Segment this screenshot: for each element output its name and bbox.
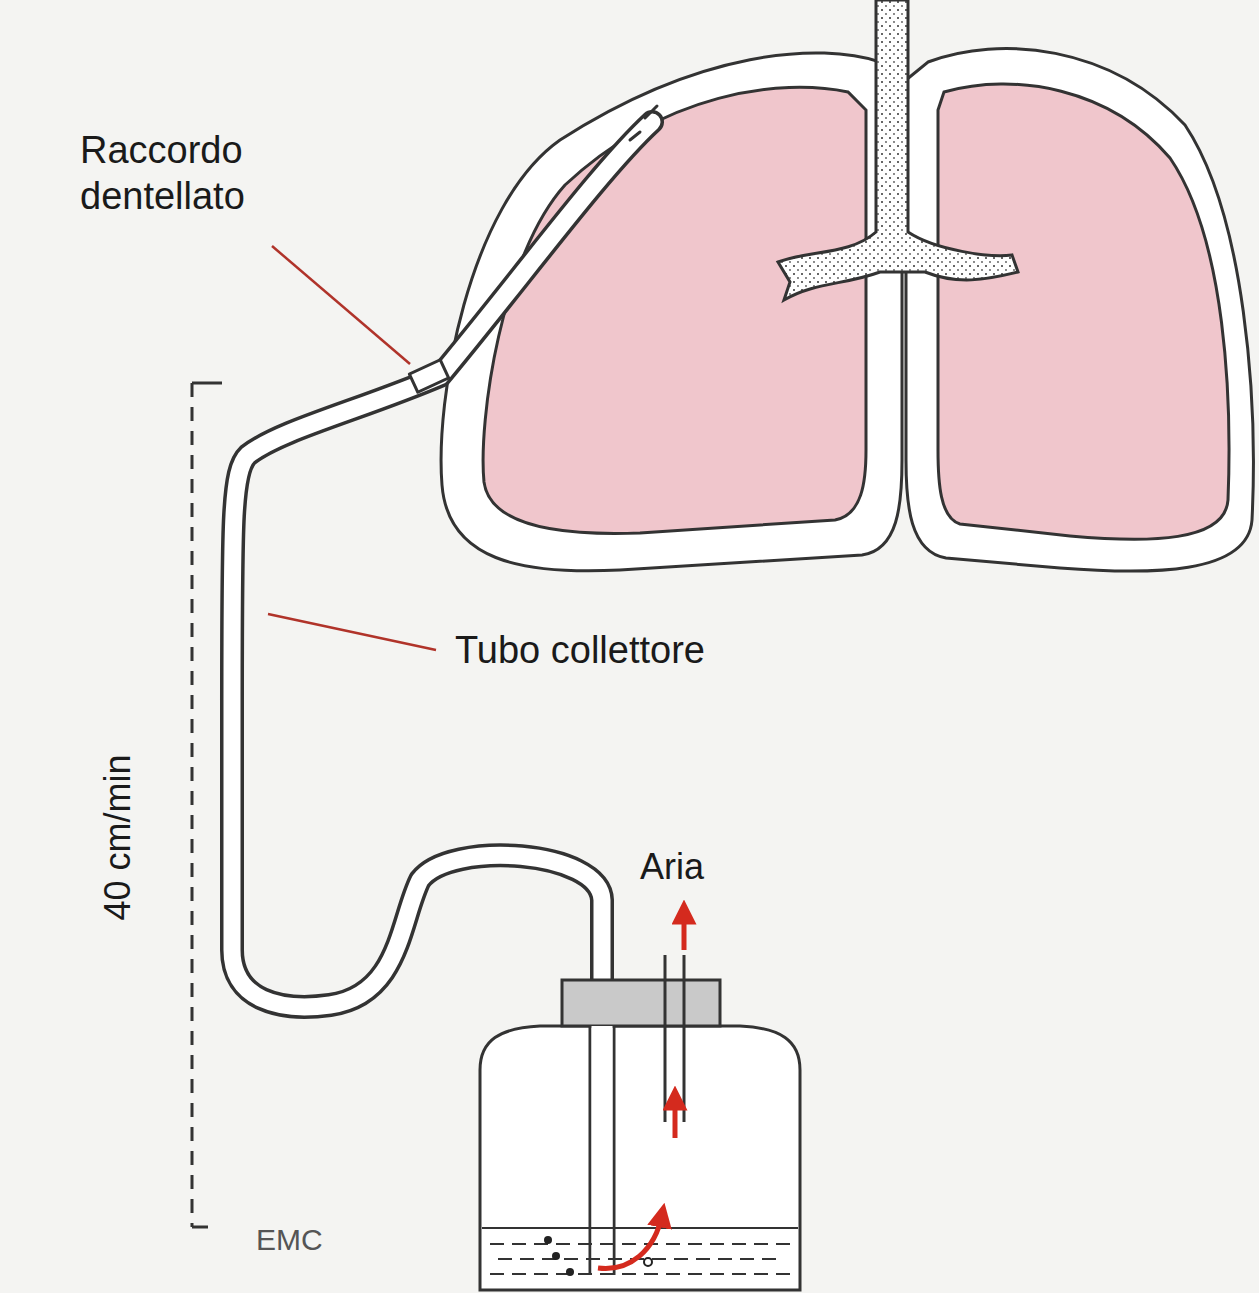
air-flow-arrows	[598, 912, 684, 1268]
right-pleura	[906, 49, 1253, 572]
part-label: Tubo collettore	[455, 628, 705, 674]
right-lung	[938, 84, 1229, 539]
left-lung	[483, 87, 866, 533]
trachea-bronchi	[778, 0, 1018, 300]
leader-lines	[268, 246, 436, 650]
height-bracket	[192, 383, 222, 1227]
dimension-label: 40 cm/min	[96, 755, 139, 921]
watermark: EMC	[256, 1222, 323, 1258]
flow-label: Aria	[640, 845, 704, 888]
drainage-bottle	[480, 955, 800, 1290]
part-label: Raccordo dentellato	[80, 128, 330, 219]
drain-tube	[232, 106, 657, 1060]
left-pleura	[441, 53, 902, 571]
